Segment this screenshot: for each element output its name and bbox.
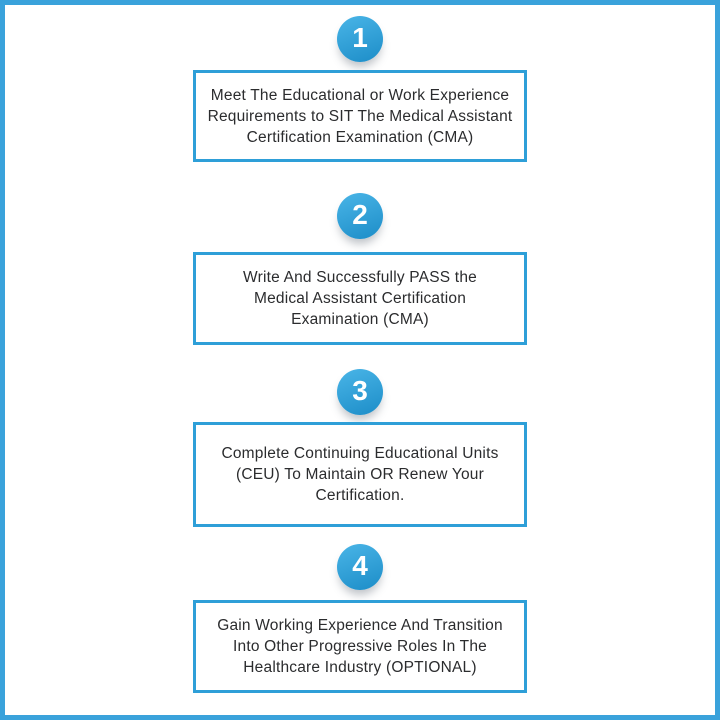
step-1-number-badge: 1 xyxy=(337,16,383,62)
step-2-text-box: Write And Successfully PASS the Medical … xyxy=(193,252,527,345)
step-1-text-box: Meet The Educational or Work Experience … xyxy=(193,70,527,162)
step-2-number: 2 xyxy=(352,199,368,230)
step-4-text-line: Healthcare Industry (OPTIONAL) xyxy=(243,659,477,676)
step-3-text-line: Certification. xyxy=(315,487,405,504)
step-3-number-badge: 3 xyxy=(337,369,383,415)
step-4-number-badge: 4 xyxy=(337,544,383,590)
step-4-number: 4 xyxy=(352,550,368,581)
step-3-number: 3 xyxy=(352,375,368,406)
step-4-text-line: Into Other Progressive Roles In The xyxy=(233,638,487,655)
step-1-text-line: Certification Examination (CMA) xyxy=(246,128,474,146)
step-3-text-line: (CEU) To Maintain OR Renew Your xyxy=(236,466,484,483)
step-2-text-line: Write And Successfully PASS the xyxy=(243,269,477,286)
step-3-text-line: Complete Continuing Educational Units xyxy=(221,445,499,462)
step-1-text-line: Meet The Educational or Work Experience xyxy=(210,86,510,104)
step-3-text-box: Complete Continuing Educational Units (C… xyxy=(193,422,527,527)
step-4-text-line: Gain Working Experience And Transition xyxy=(217,617,503,634)
step-2-text-line: Medical Assistant Certification xyxy=(253,290,467,307)
step-2-number-badge: 2 xyxy=(337,193,383,239)
step-1-text-line: Requirements to SIT The Medical Assistan… xyxy=(207,107,513,125)
step-1-number: 1 xyxy=(352,22,368,53)
step-4-text-box: Gain Working Experience And Transition I… xyxy=(193,600,527,693)
step-2-text-line: Examination (CMA) xyxy=(291,311,429,328)
